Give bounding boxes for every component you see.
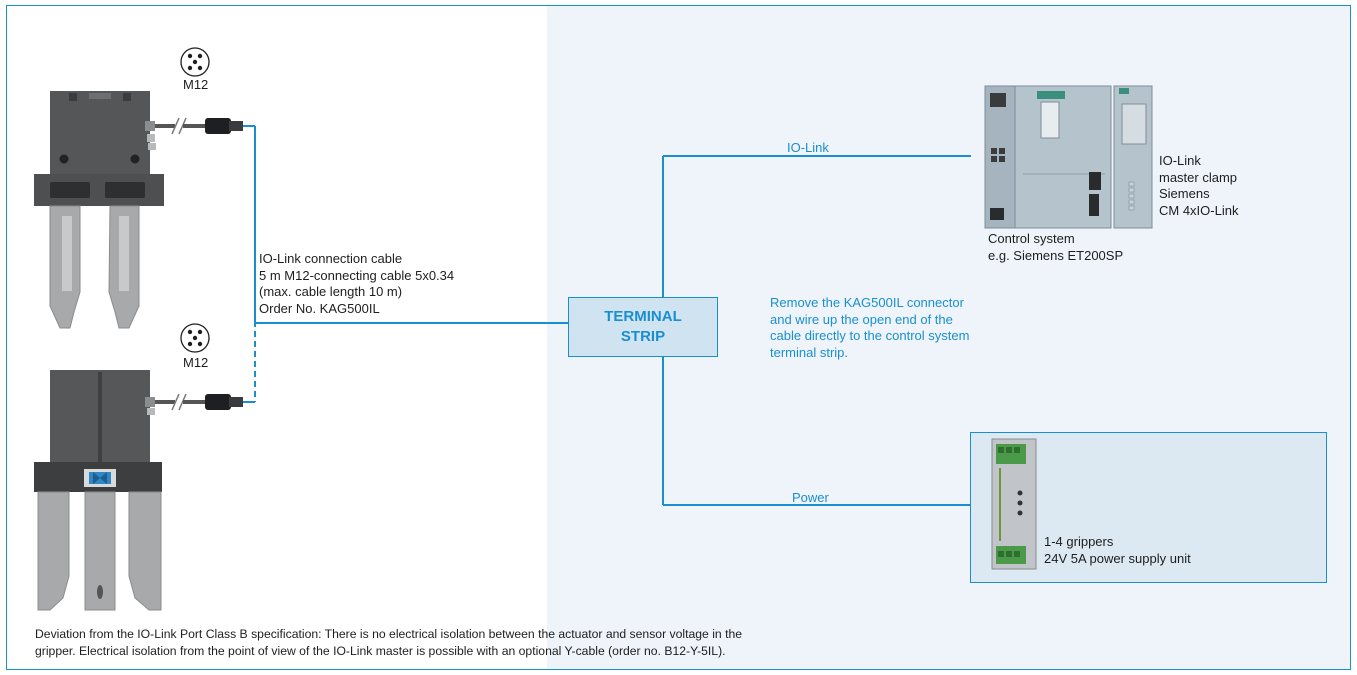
m12-pin-icon-top [180,47,210,77]
top-gripper-illustration [34,91,243,329]
io-link-label: IO-Link [787,140,829,155]
remove-note-block: Remove the KAG500IL connector and wire u… [770,295,969,361]
control-system-label: Control system e.g. Siemens ET200SP [988,231,1123,264]
control-system-line: Control system [988,231,1075,246]
footnote-line: Deviation from the IO-Link Port Class B … [35,627,743,641]
cable-info-block: IO-Link connection cable 5 m M12-connect… [259,251,454,317]
control-system-module-illustration [984,85,1153,229]
control-system-line: e.g. Siemens ET200SP [988,247,1124,263]
cable-info-line: Order No. KAG500IL [259,300,380,316]
master-clamp-line: Siemens [1159,186,1210,201]
power-supply-line: 1-4 grippers [1044,534,1114,549]
master-clamp-line: master clamp [1159,169,1238,185]
cable-info-line: 5 m M12-connecting cable 5x0.34 [259,267,455,283]
master-clamp-line: CM 4xIO-Link [1159,202,1239,218]
remove-note-line: terminal strip. [770,344,849,360]
cable-info-line: IO-Link connection cable [259,251,403,266]
power-supply-line: 24V 5A power supply unit [1044,550,1191,566]
remove-note-line: and wire up the open end of the [770,311,953,327]
diagram-graphics [34,47,1153,611]
remove-note-line: Remove the KAG500IL connector [770,295,964,310]
master-clamp-label: IO-Link master clamp Siemens CM 4xIO-Lin… [1159,153,1238,219]
bottom-gripper-illustration [34,370,243,611]
terminal-strip-line1: TERMINAL [604,308,682,325]
m12-label-bottom: M12 [183,355,209,370]
cable-info-line: (max. cable length 10 m) [259,284,403,299]
master-clamp-line: IO-Link [1159,153,1201,168]
terminal-strip-box: TERMINAL STRIP [568,297,718,357]
remove-note-line: cable directly to the control system [770,328,970,343]
terminal-strip-line2: STRIP [620,328,666,345]
footnote-line: gripper. Electrical isolation from the p… [35,643,726,658]
m12-label-top: M12 [183,77,209,92]
footnote: Deviation from the IO-Link Port Class B … [35,626,742,659]
power-label: Power [792,490,829,505]
power-supply-label: 1-4 grippers 24V 5A power supply unit [1044,534,1191,567]
diagram-frame: M12 M12 IO-Link connection cable 5 m M12… [6,5,1351,670]
m12-pin-icon-bottom [180,323,210,353]
